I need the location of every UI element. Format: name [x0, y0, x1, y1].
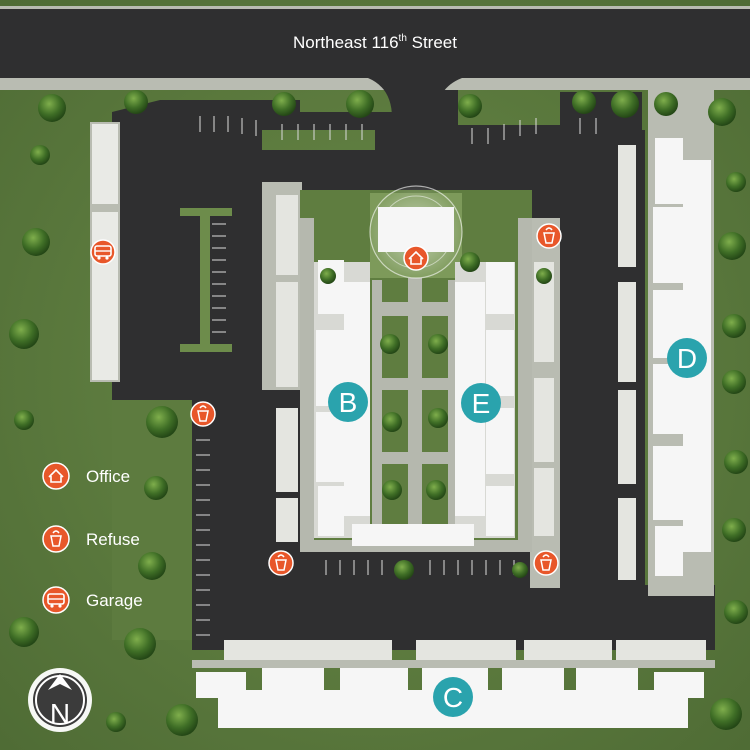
south-garages: [224, 640, 706, 660]
office-building: [378, 207, 454, 252]
refuse-marker-2[interactable]: [190, 401, 216, 427]
courtyard-connector-building: [352, 524, 474, 546]
building-d: [648, 90, 714, 596]
building-badge-e[interactable]: E: [461, 383, 501, 423]
west-garage-building: [92, 124, 118, 204]
refuse-marker-3[interactable]: [268, 550, 294, 576]
map-legend: Office Refuse Garage: [42, 462, 143, 614]
north-arrow-icon: [48, 674, 72, 690]
compass: N: [28, 668, 92, 732]
office-marker[interactable]: [403, 245, 429, 271]
building-badge-c[interactable]: C: [433, 677, 473, 717]
refuse-icon: [543, 227, 555, 244]
garage-icon: [94, 245, 112, 260]
d-side-garages: [618, 145, 636, 580]
refuse-icon: [50, 530, 62, 547]
south-parking-lot: [192, 585, 715, 650]
west-garages: [276, 195, 298, 542]
building-badge-d-label: D: [677, 343, 697, 374]
legend-item-garage: Garage: [42, 586, 143, 614]
refuse-icon: [275, 554, 287, 571]
legend-label-refuse: Refuse: [86, 530, 140, 549]
refuse-marker-1[interactable]: [536, 223, 562, 249]
office-icon: [408, 250, 424, 265]
refuse-marker-4[interactable]: [533, 550, 559, 576]
building-badge-b-label: B: [339, 387, 358, 418]
building-badge-e-label: E: [472, 388, 491, 419]
median-island: [180, 344, 232, 352]
building-b: [314, 260, 370, 538]
refuse-icon: [540, 554, 552, 571]
building-c: [192, 660, 715, 728]
building-badge-d[interactable]: D: [667, 338, 707, 378]
street-name-label: Northeast 116th Street: [293, 33, 457, 52]
legend-item-refuse: Refuse: [42, 525, 140, 553]
legend-item-office: Office: [42, 462, 130, 490]
garage-icon: [47, 593, 65, 608]
compass-letter: N: [50, 698, 70, 729]
building-badge-b[interactable]: B: [328, 382, 368, 422]
refuse-icon: [197, 405, 209, 422]
legend-label-office: Office: [86, 467, 130, 486]
office-icon: [48, 468, 64, 483]
legend-label-garage: Garage: [86, 591, 143, 610]
street-sidewalk: [0, 78, 750, 90]
main-street: [0, 8, 750, 78]
east-garages: [534, 262, 554, 536]
building-badge-c-label: C: [443, 682, 463, 713]
trees: [9, 90, 748, 736]
garage-marker[interactable]: [90, 239, 116, 265]
